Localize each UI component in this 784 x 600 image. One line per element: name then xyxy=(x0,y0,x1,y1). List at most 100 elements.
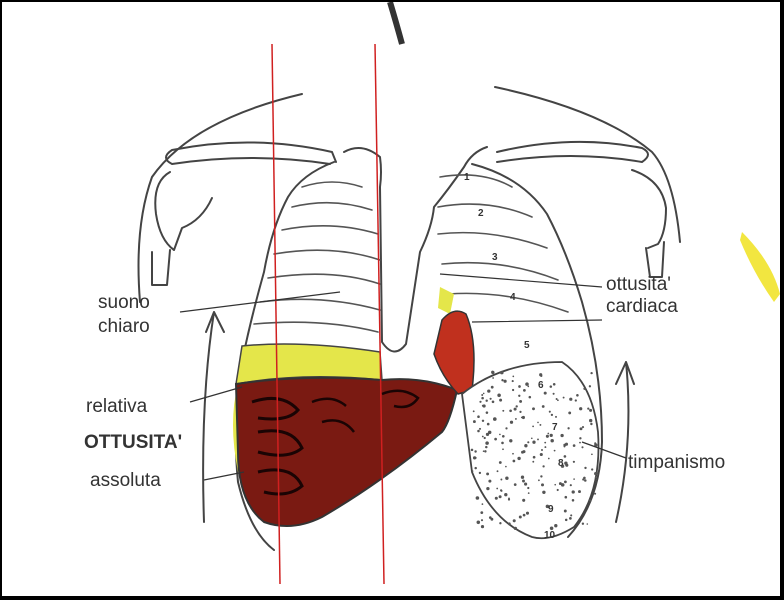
stipple-dot xyxy=(512,376,514,378)
stipple-dot xyxy=(582,426,584,428)
stipple-dot xyxy=(504,493,507,496)
stipple-dot xyxy=(485,446,487,448)
leader-relativa xyxy=(190,387,242,402)
rib-number-2: 2 xyxy=(478,208,484,219)
stipple-dot xyxy=(487,389,490,392)
stipple-dot xyxy=(499,495,502,498)
stipple-dot xyxy=(500,479,502,481)
stipple-dot xyxy=(500,489,502,491)
stipple-dot xyxy=(576,394,579,397)
stipple-dot xyxy=(519,516,522,519)
stipple-dot xyxy=(477,415,480,418)
stipple-dot xyxy=(471,449,474,452)
stipple-dot xyxy=(474,450,476,452)
stipple-dot xyxy=(533,456,536,459)
stipple-dot xyxy=(484,450,486,452)
stipple-dot xyxy=(481,397,484,400)
cardiac-dullness-area xyxy=(434,311,474,394)
stipple-dot xyxy=(549,411,551,413)
stipple-dot xyxy=(472,470,474,472)
label-ottusita: OTTUSITA' xyxy=(84,432,182,453)
stipple-dot xyxy=(570,514,572,516)
stipple-dot xyxy=(514,483,517,486)
rib-number-1: 1 xyxy=(464,172,470,183)
stipple-dot xyxy=(477,521,481,525)
rib-number-7: 7 xyxy=(552,422,558,433)
stipple-dot xyxy=(481,519,483,521)
stipple-dot xyxy=(473,420,476,423)
label-timpanismo: timpanismo xyxy=(628,452,725,473)
stipple-dot xyxy=(572,490,575,493)
stipple-dot xyxy=(539,424,541,426)
stipple-dot xyxy=(583,388,585,390)
stipple-dot xyxy=(474,467,476,469)
stipple-dot xyxy=(490,398,492,400)
stipple-dot xyxy=(594,493,596,495)
stipple-dot xyxy=(481,512,483,514)
stipple-dot xyxy=(584,467,586,469)
stipple-dot xyxy=(538,479,540,481)
stipple-dot xyxy=(505,427,507,429)
stipple-dot xyxy=(554,450,556,452)
stipple-dot xyxy=(544,446,546,448)
label-ottusita-cardiaca-2: cardiaca xyxy=(606,296,678,317)
stipple-dot xyxy=(569,517,572,520)
stipple-dot xyxy=(563,445,565,447)
right-shoulder-outline xyxy=(495,87,680,242)
stipple-dot xyxy=(487,423,490,426)
stipple-dot xyxy=(518,385,521,388)
left-ribs xyxy=(254,182,380,332)
stipple-dot xyxy=(522,499,525,502)
stipple-dot xyxy=(532,426,534,428)
stipple-dot xyxy=(522,480,525,483)
right-scapula xyxy=(632,170,666,277)
stipple-dot xyxy=(509,439,512,442)
stipple-dot xyxy=(595,476,597,478)
stipple-dot xyxy=(483,393,485,395)
stipple-dot xyxy=(564,455,567,458)
stipple-dot xyxy=(553,393,555,395)
stipple-dot xyxy=(550,385,553,388)
stipple-dot xyxy=(564,481,567,484)
stipple-dot xyxy=(590,423,592,425)
stipple-dot xyxy=(499,522,501,524)
stipple-dot xyxy=(519,411,521,413)
stipple-dot xyxy=(518,395,520,397)
stipple-dot xyxy=(488,480,491,483)
stipple-dot xyxy=(497,470,499,472)
stipple-dot xyxy=(542,491,545,494)
stipple-dot xyxy=(548,458,550,460)
stipple-dot xyxy=(539,373,542,376)
stipple-dot xyxy=(516,405,518,407)
stipple-dot xyxy=(565,496,568,499)
yellow-accent-mark xyxy=(740,232,780,302)
tympanism-stipple-area xyxy=(462,362,599,538)
label-ottusita-cardiaca-1: ottusita' xyxy=(606,274,671,295)
stipple-dot xyxy=(476,496,480,500)
stipple-dot xyxy=(512,453,514,455)
stipple-dot xyxy=(531,437,533,439)
stipple-dot xyxy=(482,503,484,505)
left-side-arrow xyxy=(203,312,224,522)
stipple-dot xyxy=(479,401,481,403)
stipple-dot xyxy=(519,400,522,403)
rib-number-5: 5 xyxy=(524,340,530,351)
stipple-dot xyxy=(495,497,498,500)
stipple-dot xyxy=(581,446,583,448)
stipple-dot xyxy=(493,417,497,421)
stipple-dot xyxy=(501,379,503,381)
stipple-dot xyxy=(512,389,514,391)
stipple-dot xyxy=(515,418,517,420)
stipple-dot xyxy=(550,434,553,437)
stipple-dot xyxy=(500,371,504,375)
stipple-dot xyxy=(551,414,553,416)
stipple-dot xyxy=(508,522,511,525)
stipple-dot xyxy=(570,484,572,486)
rib-number-8: 8 xyxy=(558,458,564,469)
stipple-dot xyxy=(473,410,475,412)
stipple-dot xyxy=(508,498,510,500)
stipple-dot xyxy=(499,399,502,402)
stipple-dot xyxy=(527,487,529,489)
stipple-dot xyxy=(573,461,575,463)
stipple-dot xyxy=(557,489,559,491)
